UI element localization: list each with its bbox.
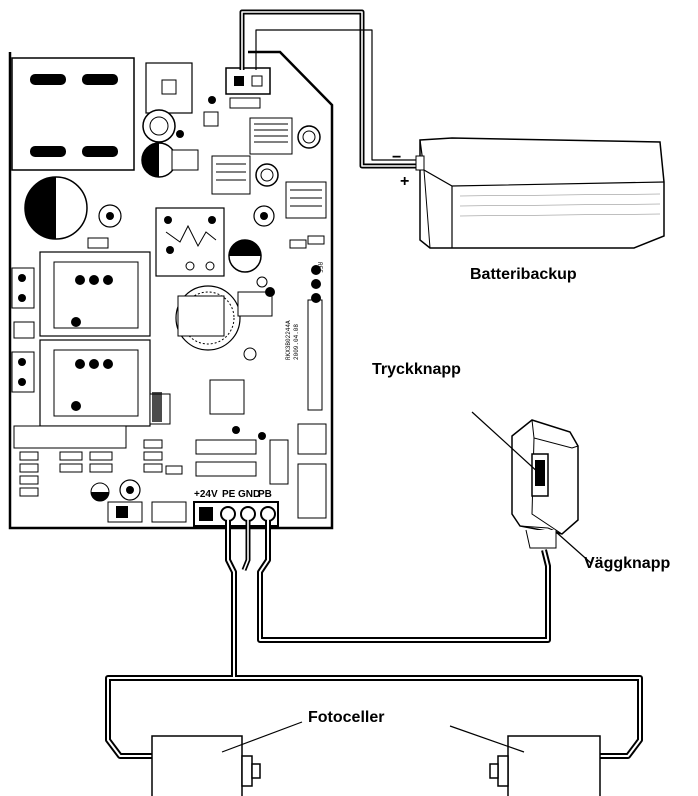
capacitor-large bbox=[24, 176, 88, 240]
board-model-text: RKX3B02244A bbox=[285, 320, 292, 360]
photocell-cable bbox=[105, 520, 643, 759]
battery-pos-sign: + bbox=[400, 173, 409, 190]
photocell-left bbox=[151, 721, 303, 796]
photocell-right bbox=[449, 725, 601, 796]
battery-backup-label: Batteribackup bbox=[470, 266, 577, 283]
relay-2 bbox=[39, 339, 151, 427]
battery-pack bbox=[415, 137, 665, 249]
board-ref-text: REF bbox=[316, 262, 323, 273]
push-button-label: Tryckknapp bbox=[372, 361, 461, 378]
terminal-24v-label: +24V bbox=[194, 489, 218, 500]
control-board: RKX3B02244A 2009.04.08 REF +24V PE GND P… bbox=[8, 50, 334, 530]
wall-button-cable bbox=[241, 520, 551, 643]
terminal-gnd-label: GND bbox=[238, 489, 260, 500]
terminal-block bbox=[193, 501, 279, 527]
terminal-pb-label: PB bbox=[258, 489, 272, 500]
wall-button bbox=[471, 411, 593, 565]
photocells-label: Fotoceller bbox=[308, 709, 384, 726]
battery-connector bbox=[225, 67, 271, 95]
board-date-text: 2009.04.08 bbox=[293, 324, 300, 360]
relay-1 bbox=[39, 251, 151, 337]
battery-cable bbox=[239, 9, 416, 169]
battery-neg-sign: − bbox=[392, 149, 401, 166]
wall-button-label: Väggknapp bbox=[584, 555, 670, 572]
terminal-pe-label: PE bbox=[222, 489, 236, 500]
